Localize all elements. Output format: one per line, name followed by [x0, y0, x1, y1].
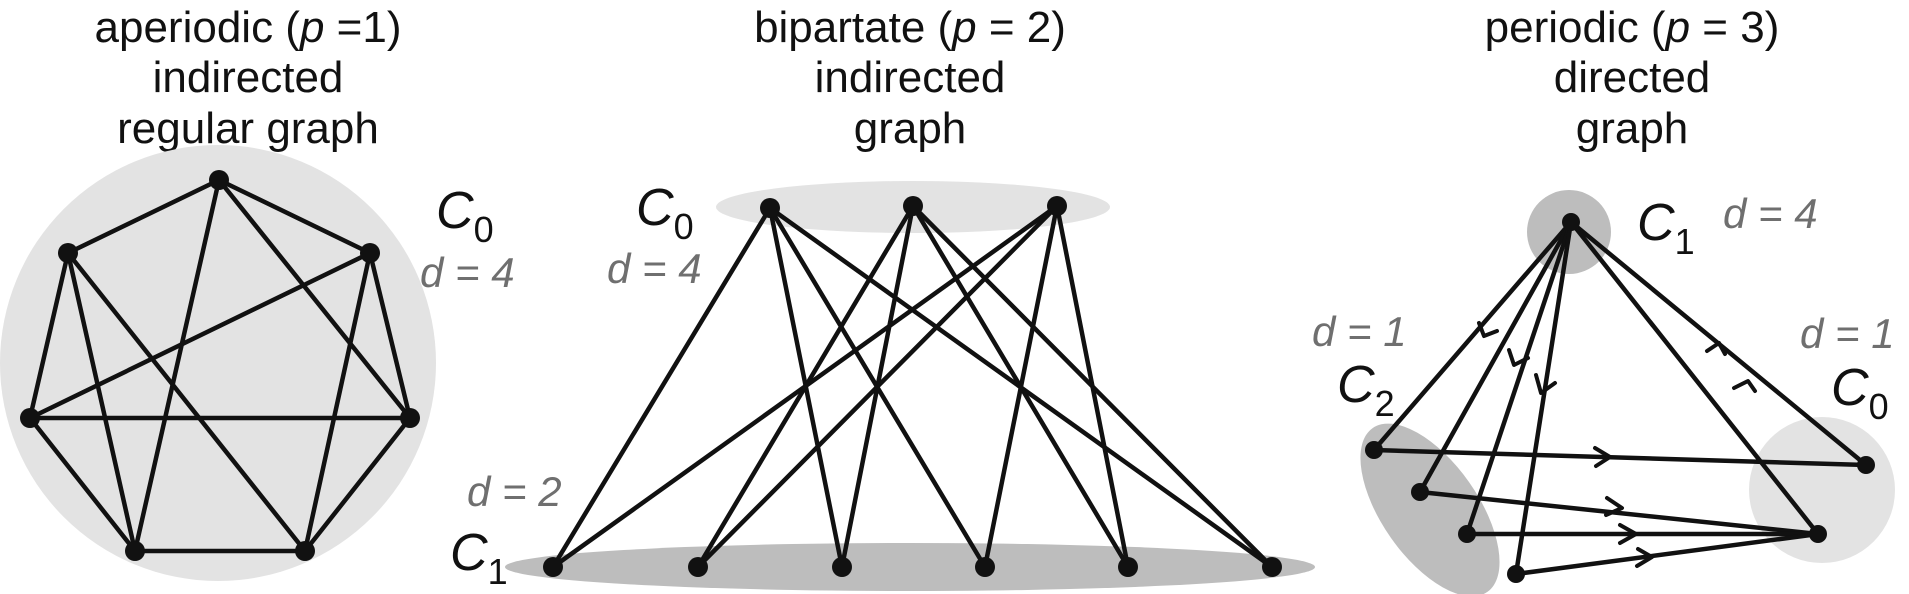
graph-edges	[1371, 219, 1869, 577]
panel1-title-line3: regular graph	[117, 104, 379, 153]
class-label-c1: C1	[450, 524, 508, 592]
panel-aperiodic: aperiodic (p =1) indirected regular grap…	[0, 3, 515, 581]
graph-nodes	[543, 196, 1282, 577]
graph-edges	[27, 177, 413, 554]
graph-nodes	[1365, 213, 1875, 583]
graph-edges	[550, 203, 1275, 570]
panel3-title-line2: directed	[1554, 53, 1711, 102]
panel3-title-line3: graph	[1576, 104, 1689, 153]
class-c2-region	[1360, 423, 1500, 594]
graph-nodes	[20, 170, 420, 561]
class-c0-region	[1749, 417, 1895, 563]
degree-label: d = 4	[420, 249, 515, 296]
arrowheads	[1477, 321, 1757, 568]
panel-bipartate: bipartate (p = 2) indirected graph	[450, 3, 1315, 592]
class-c1-region	[505, 543, 1315, 591]
class-label-c0: C0	[636, 179, 694, 247]
class-label-c2: C2	[1337, 356, 1395, 424]
panel2-title-line1: bipartate (p = 2)	[754, 3, 1066, 52]
panel2-title-line3: graph	[854, 104, 967, 153]
panel3-title-line1: periodic (p = 3)	[1485, 3, 1780, 52]
class-c0-region	[0, 145, 436, 581]
panel1-title-line2: indirected	[153, 53, 344, 102]
class-label-c1: C1	[1637, 194, 1695, 262]
degree-label: d = 1	[1312, 308, 1407, 355]
degree-label: d = 4	[607, 245, 702, 292]
panel-periodic: periodic (p = 3) directed graph	[1312, 3, 1895, 594]
degree-label: d = 2	[467, 468, 562, 515]
degree-label: d = 1	[1800, 310, 1895, 357]
panel1-title-line1: aperiodic (p =1)	[95, 3, 402, 52]
class-label-c0: C0	[1831, 359, 1889, 427]
class-label-c0: C0	[436, 182, 494, 250]
degree-label: d = 4	[1723, 190, 1818, 237]
panel2-title-line2: indirected	[815, 53, 1006, 102]
